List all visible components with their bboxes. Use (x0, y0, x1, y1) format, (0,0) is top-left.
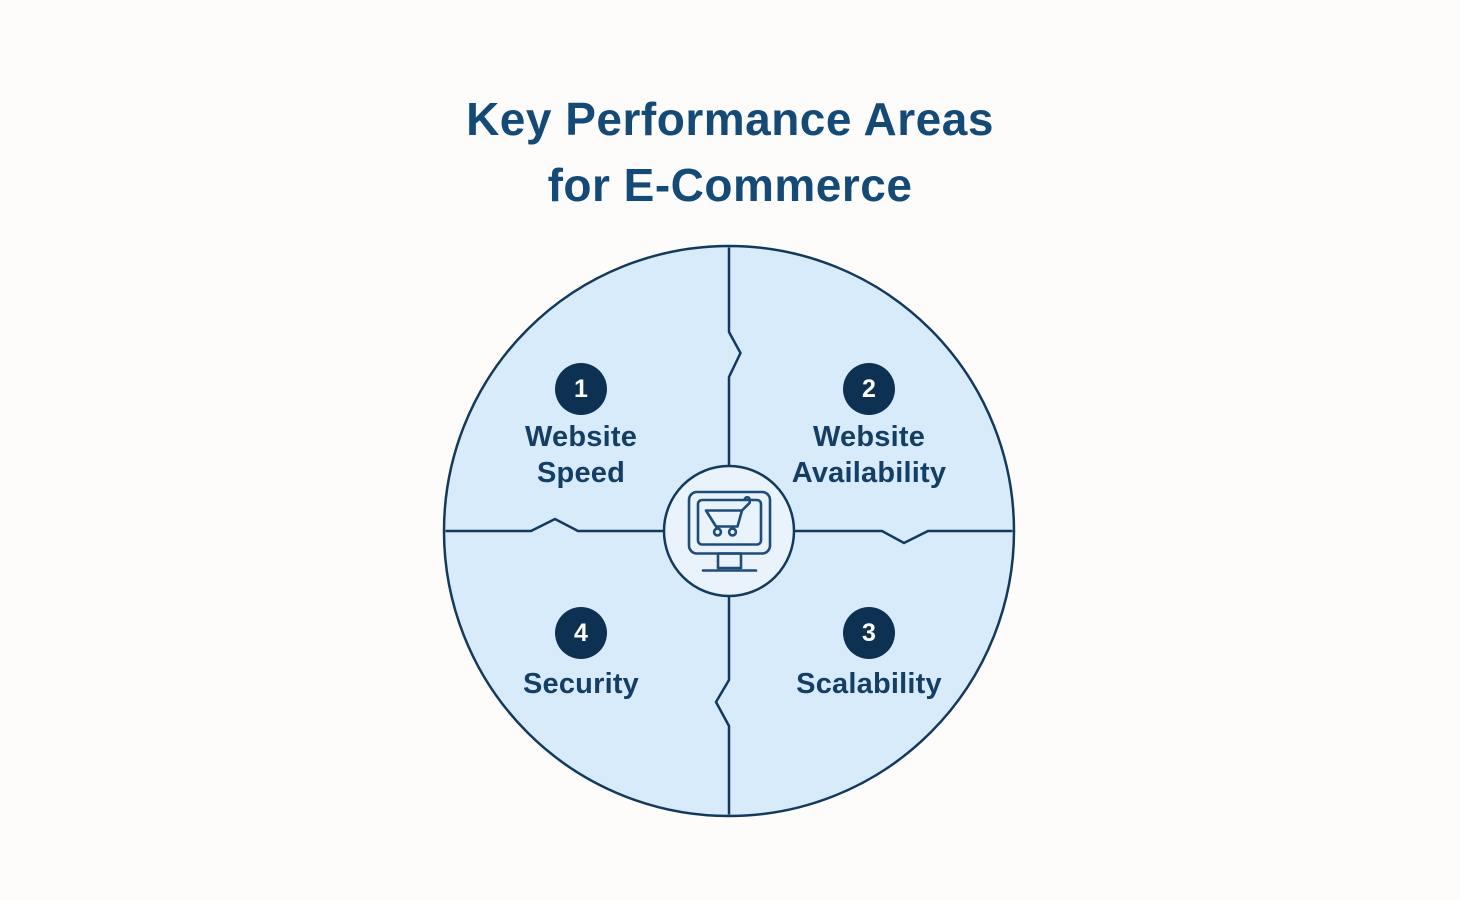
divider-left (445, 517, 668, 533)
cart-wheel-right-icon (727, 527, 738, 537)
quadrant-label-website-speed: Website Speed (524, 421, 638, 489)
quadrant-label-website-availability: Website Availability (791, 421, 947, 489)
divider-right (790, 529, 1013, 545)
badge-2-number: 2 (862, 374, 876, 403)
badge-4: 4 (555, 607, 607, 659)
cart-handle (740, 496, 751, 512)
cart-basket (704, 509, 744, 528)
badge-4-number: 4 (574, 618, 588, 647)
monitor-stand (716, 552, 743, 570)
badge-1: 1 (555, 363, 607, 415)
badge-2: 2 (843, 363, 895, 415)
shopping-cart-monitor-icon (687, 490, 772, 572)
monitor-screen (696, 498, 763, 546)
divider-bottom (714, 594, 731, 815)
cart-wheel-left-icon (712, 527, 723, 537)
quadrant-label-security: Security (522, 668, 640, 700)
badge-3-number: 3 (862, 618, 876, 647)
page-title: Key Performance Areas for E-Commerce (466, 93, 994, 211)
quadrant-label-scalability: Scalability (796, 668, 942, 700)
badge-3: 3 (843, 607, 895, 659)
divider-top (727, 247, 742, 470)
badge-1-number: 1 (574, 374, 588, 403)
